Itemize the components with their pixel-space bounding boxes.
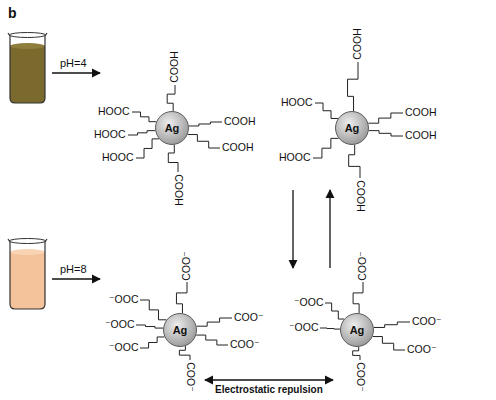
particle-label: Ag: [350, 324, 365, 336]
ligand-chain: [189, 122, 222, 126]
ligand-chain: [315, 103, 338, 118]
ligand-label: COOH: [172, 174, 184, 206]
ligand-chain: [369, 131, 403, 136]
particle-label: Ag: [173, 324, 188, 336]
ligand-chains: [128, 62, 410, 360]
ligand-label: COO⁻: [412, 316, 441, 328]
silver-particle: Ag: [335, 111, 369, 145]
ligand-chain: [140, 337, 164, 348]
ligand-label: COO⁻: [354, 362, 366, 391]
beaker: [8, 33, 47, 104]
ligand-chain: [353, 282, 363, 313]
ligand-label: ⁻OOC: [105, 319, 134, 331]
ligand-chain: [128, 131, 155, 135]
ligand-chain: [136, 325, 163, 328]
ligand-label: COO⁻: [234, 312, 263, 324]
ligand-label: HOOC: [98, 106, 130, 118]
particle-label: Ag: [165, 122, 180, 134]
process-arrow: [52, 72, 100, 73]
ligand-chain: [167, 85, 175, 111]
transition-arrow: [205, 379, 333, 380]
ligand-chain: [373, 337, 405, 350]
ligand-label: COO⁻: [184, 362, 196, 391]
ph-label: pH=4: [60, 57, 87, 69]
edge-label: Electrostatic repulsion: [213, 384, 325, 395]
ligand-chain: [368, 113, 403, 123]
ligand-label: COO⁻: [357, 251, 369, 280]
ligand-chain: [353, 347, 360, 360]
silver-particle: Ag: [155, 111, 189, 145]
ligand-label: COOH: [169, 51, 181, 83]
ligand-chain: [188, 135, 220, 148]
ligand-chain: [197, 318, 232, 326]
ligand-chain: [348, 62, 358, 111]
ph-label: pH=8: [60, 263, 87, 275]
ligand-chain: [320, 328, 340, 329]
ligand-chain: [349, 145, 360, 178]
silver-particle: Ag: [163, 313, 197, 347]
ligand-label: HOOC: [94, 129, 126, 141]
ligand-label: COO⁻: [407, 344, 436, 356]
panel-letter: b: [8, 6, 17, 21]
ligand-chain: [313, 138, 339, 158]
ligand-label: ⁻OOC: [294, 297, 323, 309]
transition-arrow: [292, 190, 293, 268]
ligand-label: COOH: [352, 28, 364, 60]
ligand-chain: [140, 300, 166, 320]
ligand-label: COOH: [224, 116, 256, 128]
ligand-chain: [196, 335, 228, 345]
ligand-chain: [325, 303, 344, 319]
ligand-label: COO⁻: [230, 339, 259, 351]
ligand-label: ⁻OOC: [109, 294, 138, 306]
ligand-chain: [136, 139, 159, 158]
ligand-chain: [176, 282, 187, 313]
ligand-label: COOH: [354, 180, 366, 212]
ligand-label: ⁻OOC: [109, 342, 138, 354]
ligand-label: COOH: [405, 130, 437, 142]
ligand-label: HOOC: [279, 152, 311, 164]
silver-particle: Ag: [340, 313, 374, 347]
ligand-chain: [132, 112, 156, 122]
ligand-label: ⁻OOC: [289, 322, 318, 334]
ligand-label: COO⁻: [181, 251, 193, 280]
ligand-label: COOH: [222, 142, 254, 154]
ligand-chain: [374, 322, 410, 327]
process-arrow: [52, 278, 100, 279]
ligand-label: HOOC: [281, 97, 313, 109]
ligand-label: COOH: [405, 107, 437, 119]
ligand-chain: [168, 145, 178, 172]
ligand-label: HOOC: [102, 152, 134, 164]
ligand-chain: [179, 346, 190, 360]
transition-arrow: [329, 190, 330, 268]
beaker: [8, 239, 47, 310]
particle-label: Ag: [345, 122, 360, 134]
